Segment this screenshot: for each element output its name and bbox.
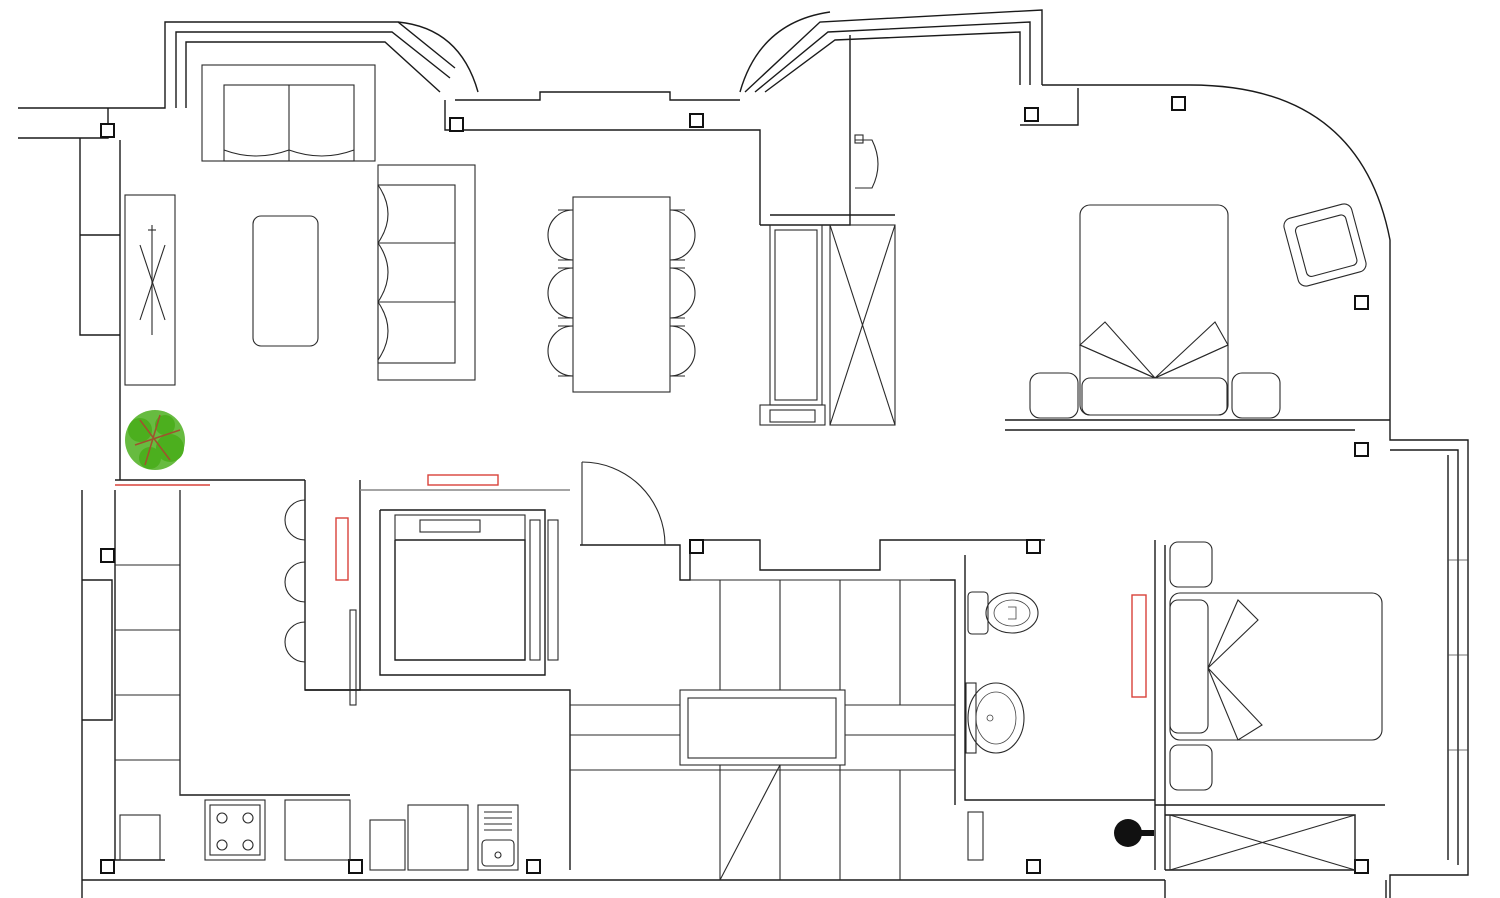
sofa-right — [377, 164, 476, 381]
kitchen-counter — [115, 490, 351, 861]
water-heater — [1114, 819, 1154, 847]
coffee-table — [252, 215, 319, 347]
sliding-door — [349, 609, 357, 706]
accent-markers — [115, 474, 1147, 698]
columns — [100, 96, 1369, 874]
plant-icon — [125, 410, 185, 470]
armchair — [1283, 203, 1367, 287]
sofa-top — [201, 64, 376, 162]
desk-chair — [849, 130, 879, 205]
fridge — [407, 804, 469, 871]
elevator — [394, 514, 559, 661]
tv-unit — [124, 194, 176, 386]
stove-icon — [204, 799, 266, 861]
toilet-icon — [967, 591, 1039, 635]
sink-icon — [477, 804, 519, 871]
door-icon — [581, 461, 666, 546]
washbasin-icon — [965, 682, 1025, 754]
stair-icon — [570, 579, 955, 881]
outer-walls — [18, 9, 1469, 898]
dining-table — [547, 196, 696, 393]
windows-right — [1448, 559, 1468, 751]
bed-master — [1029, 204, 1281, 419]
bed-second — [1169, 541, 1383, 791]
bar-stools — [284, 499, 306, 663]
shower-tray — [967, 811, 984, 861]
wardrobe-second — [1169, 814, 1356, 871]
closet-wardrobe — [759, 224, 896, 426]
cabinet — [369, 819, 406, 871]
